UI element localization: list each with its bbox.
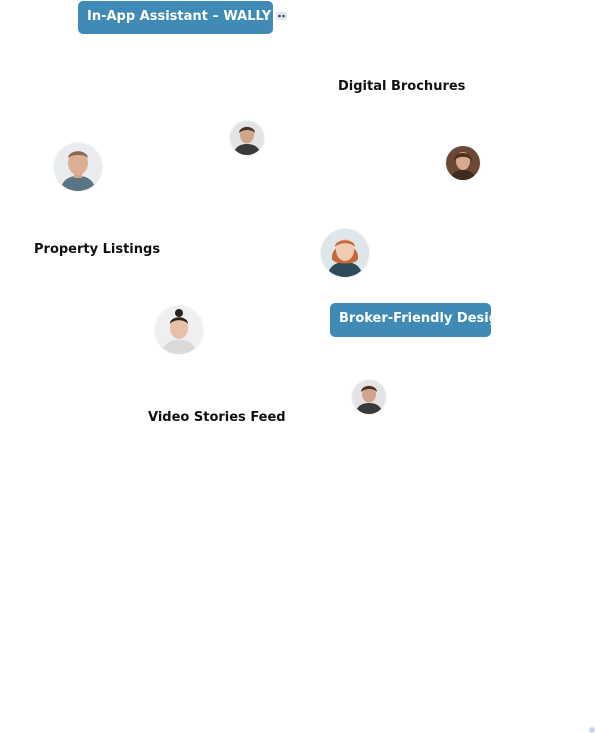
avatar — [230, 121, 264, 155]
feature-pill-broker-label: Broker-Friendly Design — [339, 311, 508, 326]
indicator-dot — [589, 727, 595, 733]
avatar — [54, 143, 102, 191]
feature-pill-assistant[interactable]: In-App Assistant – WALLY — [78, 1, 288, 34]
feature-label-brochures: Digital Brochures — [338, 79, 466, 94]
feature-label-listings: Property Listings — [34, 242, 161, 257]
robot-icon — [275, 10, 288, 21]
avatar — [352, 380, 386, 414]
feature-pill-broker[interactable]: Broker-Friendly Design — [330, 303, 507, 337]
feature-pill-assistant-label: In-App Assistant – WALLY — [87, 9, 272, 24]
avatar — [321, 229, 369, 277]
avatar — [155, 306, 203, 354]
feature-label-video: Video Stories Feed — [148, 410, 286, 425]
avatar — [446, 146, 480, 180]
